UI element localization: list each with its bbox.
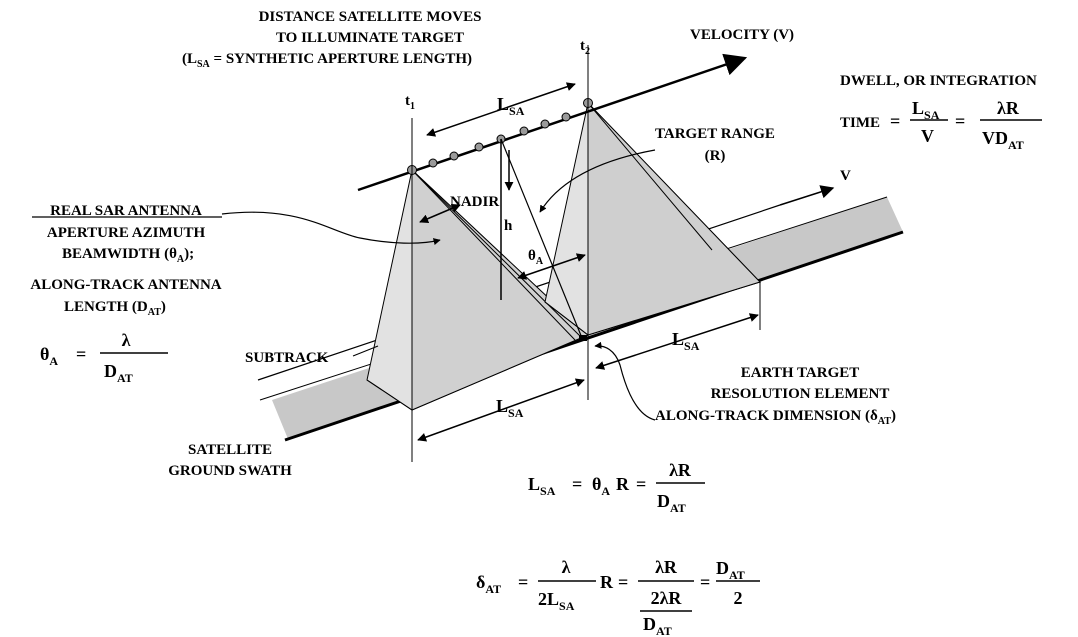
dwell-eq-1: =: [890, 111, 900, 131]
target-element: [579, 335, 587, 341]
earth-target-label-2: RESOLUTION ELEMENT: [711, 386, 890, 402]
svg-text:DAT: DAT: [716, 558, 745, 582]
svg-text:=: =: [700, 572, 710, 592]
lsa-top-dim: [426, 82, 576, 137]
target-range-label-2: (R): [705, 148, 726, 164]
target-range-pointer: [539, 149, 656, 213]
dwell-time-label: TIME: [840, 115, 880, 131]
real-sar-label: REAL SAR ANTENNA: [50, 203, 202, 219]
svg-text:=: =: [518, 572, 528, 592]
footprint-line-1: [366, 379, 413, 411]
distance-label-1: DISTANCE SATELLITE MOVES: [259, 9, 482, 25]
satellite-swath-label-2: GROUND SWATH: [168, 463, 292, 479]
svg-text:=: =: [618, 572, 628, 592]
lsa-top-label: LSA: [497, 94, 525, 118]
theta-eq-lhs: θA: [40, 344, 58, 368]
range-line: [500, 138, 583, 339]
distance-label-3: (LSA = SYNTHETIC APERTURE LENGTH): [182, 51, 472, 70]
beamwidth-arrow-1: [419, 204, 461, 223]
h-label: h: [504, 218, 513, 234]
svg-text:DAT: DAT: [657, 491, 686, 515]
nadir-label: NADIR: [450, 194, 499, 210]
dwell-lambda-r: λR: [997, 98, 1020, 118]
earth-target-label-3: ALONG-TRACK DIMENSION (δAT): [655, 408, 896, 427]
satellite-swath-label-1: SATELLITE: [188, 442, 272, 458]
theta-eq-sign: =: [76, 344, 86, 364]
beam-t1-inner2: [411, 169, 583, 339]
lsa-equation: LSA = θA R = λR DAT: [528, 460, 705, 515]
along-track-label-1: ALONG-TRACK ANTENNA: [30, 277, 221, 293]
t2-label: t2: [580, 38, 590, 57]
svg-text:LSA: LSA: [528, 474, 556, 498]
velocity-label: VELOCITY (V): [690, 27, 794, 43]
real-sar-pointer: [221, 211, 441, 246]
t1-label: t1: [405, 93, 415, 112]
beam-t2-inner: [587, 102, 713, 251]
svg-text:=: =: [572, 474, 582, 494]
theta-a-arrow: [517, 253, 586, 280]
distance-label-2: TO ILLUMINATE TARGET: [276, 30, 464, 46]
target-range-label-1: TARGET RANGE: [655, 126, 775, 142]
beamwidth-label: BEAMWIDTH (θA);: [62, 246, 194, 265]
svg-text:2λR: 2λR: [651, 588, 683, 608]
lsa-bottom-label: LSA: [496, 396, 524, 420]
dwell-lsa: LSA: [912, 98, 940, 122]
svg-text:λR: λR: [669, 460, 692, 480]
dwell-vdat: VDAT: [982, 128, 1024, 152]
theta-eq-den: DAT: [104, 361, 133, 385]
ground-v-label: V: [840, 168, 851, 184]
svg-text:DAT: DAT: [643, 614, 672, 637]
svg-text:2LSA: 2LSA: [538, 589, 575, 613]
dwell-label: DWELL, OR INTEGRATION: [840, 73, 1037, 89]
lsa-right-dim: [595, 313, 759, 370]
svg-text:λ: λ: [562, 557, 571, 577]
svg-text:δAT: δAT: [476, 572, 501, 596]
footprint-line-2: [544, 301, 589, 336]
subtrack-label: SUBTRACK: [245, 350, 329, 366]
dwell-v: V: [921, 126, 934, 146]
svg-text:=: =: [636, 474, 646, 494]
svg-text:θA: θA: [592, 474, 610, 498]
along-track-label-2: LENGTH (DAT): [64, 299, 166, 318]
delta-equation: δAT = λ 2LSA R = λR 2λR DAT = DAT 2: [476, 557, 760, 637]
theta-a-label: θA: [528, 248, 544, 267]
lsa-right-label: LSA: [672, 329, 700, 353]
svg-text:λR: λR: [655, 557, 678, 577]
theta-eq-num: λ: [122, 330, 131, 350]
subtrack-pointer: [352, 345, 379, 357]
earth-target-pointer: [594, 341, 656, 421]
svg-text:R: R: [616, 474, 630, 494]
ground-velocity-arrow: [779, 185, 835, 206]
earth-target-label-1: EARTH TARGET: [741, 365, 860, 381]
svg-text:R: R: [600, 572, 614, 592]
beam-t1-inner1: [411, 169, 576, 341]
aperture-az-label: APERTURE AZIMUTH: [47, 225, 206, 241]
lsa-bottom-dim: [417, 378, 585, 442]
swath-bottom-edge: [284, 230, 904, 442]
dwell-eq-2: =: [955, 111, 965, 131]
svg-text:2: 2: [734, 588, 743, 608]
